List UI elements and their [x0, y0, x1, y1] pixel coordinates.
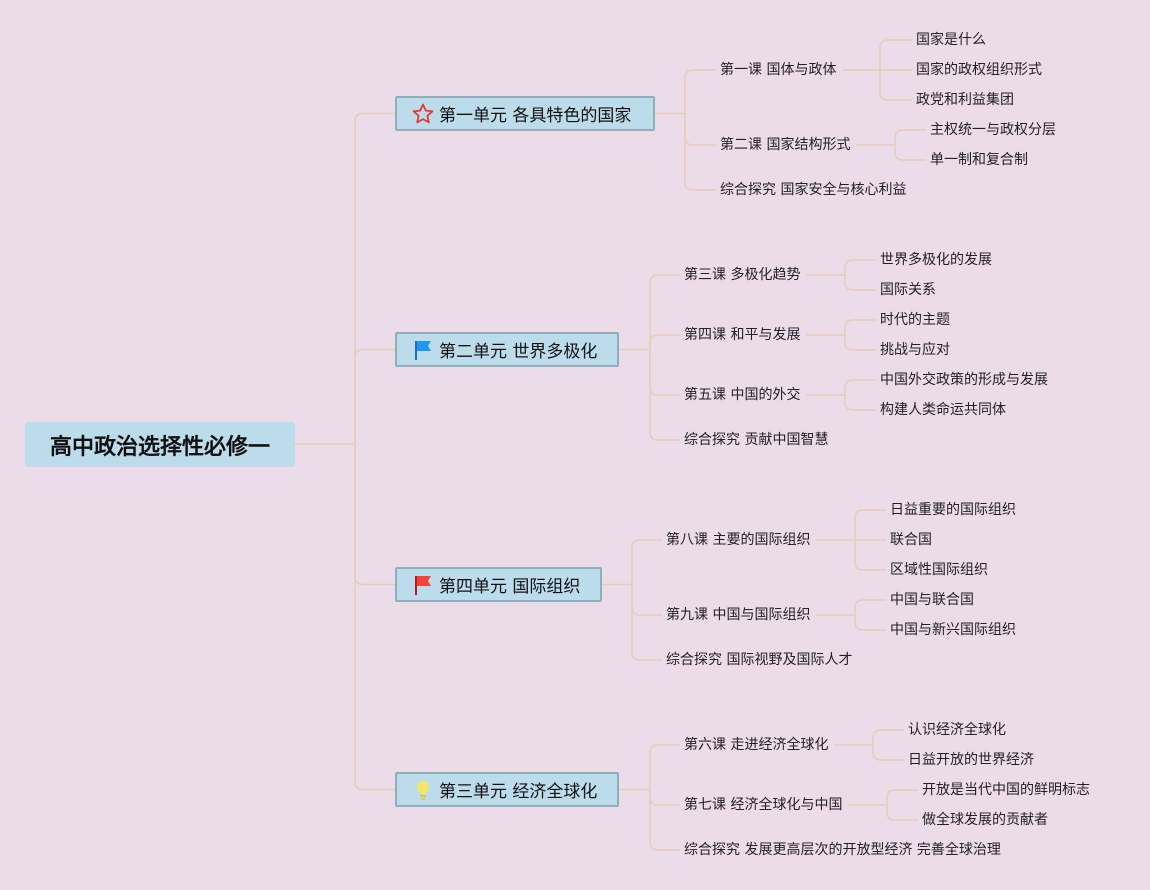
connector-line [844, 335, 876, 351]
topic-node[interactable]: 挑战与应对 [880, 342, 950, 358]
topic-node[interactable]: 日益开放的世界经济 [908, 752, 1034, 768]
topic-node[interactable]: 时代的主题 [880, 312, 950, 328]
connector-line [872, 729, 904, 745]
topic-node[interactable]: 世界多极化的发展 [880, 252, 992, 268]
topic-node[interactable]: 主权统一与政权分层 [930, 122, 1056, 138]
connector-line [649, 334, 680, 350]
lesson-node[interactable]: 第一课 国体与政体 [720, 62, 837, 78]
connector-line [631, 584, 662, 661]
topic-node[interactable]: 中国与新兴国际组织 [890, 622, 1016, 638]
connector-line [894, 145, 926, 161]
unit-label: 第一单元 各具特色的国家 [439, 106, 632, 126]
connector-line [684, 69, 716, 114]
topic-node[interactable]: 国家是什么 [916, 32, 986, 48]
connector-line [354, 348, 395, 444]
lesson-node[interactable]: 第三课 多极化趋势 [684, 267, 801, 283]
lesson-node[interactable]: 第七课 经济全球化与中国 [684, 797, 843, 813]
connector-line [631, 584, 662, 616]
connector-line [684, 113, 716, 191]
lesson-node[interactable]: 综合探究 发展更高层次的开放型经济 完善全球治理 [684, 842, 1001, 858]
topic-node[interactable]: 构建人类命运共同体 [880, 402, 1006, 418]
connector-line [886, 805, 918, 821]
topic-node[interactable]: 开放是当代中国的鲜明标志 [922, 782, 1090, 798]
topic-node[interactable]: 中国与联合国 [890, 592, 974, 608]
connector-line [872, 745, 904, 761]
connector-line [894, 129, 926, 145]
lightbulb-icon [411, 778, 435, 802]
unit-label: 第三单元 经济全球化 [439, 782, 598, 802]
connector-line [854, 509, 886, 540]
lesson-node[interactable]: 第二课 国家结构形式 [720, 137, 851, 153]
unit-node[interactable]: 第三单元 经济全球化 [395, 772, 619, 807]
star-icon [411, 102, 435, 126]
topic-node[interactable]: 国家的政权组织形式 [916, 62, 1042, 78]
topic-node[interactable]: 国际关系 [880, 282, 936, 298]
connector-line [354, 444, 395, 586]
lesson-node[interactable]: 综合探究 国家安全与核心利益 [720, 182, 907, 198]
topic-node[interactable]: 做全球发展的贡献者 [922, 812, 1048, 828]
connector-line [649, 274, 680, 350]
connector-line [854, 540, 886, 571]
connector-line [844, 319, 876, 335]
connector-line [879, 70, 912, 101]
connector-line [886, 789, 918, 805]
lesson-node[interactable]: 第五课 中国的外交 [684, 387, 801, 403]
lesson-node[interactable]: 第九课 中国与国际组织 [666, 607, 811, 623]
connector-line [684, 113, 716, 146]
connector-line [854, 615, 886, 631]
unit-label: 第二单元 世界多极化 [439, 342, 598, 362]
connector-line [649, 349, 680, 441]
topic-node[interactable]: 联合国 [890, 532, 932, 548]
lesson-node[interactable]: 第四课 和平与发展 [684, 327, 801, 343]
root-topic[interactable]: 高中政治选择性必修一 [25, 422, 295, 467]
connector-line [631, 539, 662, 585]
topic-node[interactable]: 认识经济全球化 [908, 722, 1006, 738]
connector-line [649, 349, 680, 396]
topic-node[interactable]: 单一制和复合制 [930, 152, 1028, 168]
connector-line [649, 744, 680, 790]
connector-line [854, 599, 886, 615]
connector-line [844, 379, 876, 395]
lesson-node[interactable]: 综合探究 国际视野及国际人才 [666, 652, 853, 668]
connector-line [354, 444, 395, 791]
connector-line [844, 395, 876, 411]
red-flag-icon [411, 573, 435, 597]
connector-line [649, 789, 680, 806]
topic-node[interactable]: 政党和利益集团 [916, 92, 1014, 108]
topic-node[interactable]: 日益重要的国际组织 [890, 502, 1016, 518]
connector-line [844, 259, 876, 275]
blue-flag-icon [411, 338, 435, 362]
topic-node[interactable]: 中国外交政策的形成与发展 [880, 372, 1048, 388]
topic-node[interactable]: 区域性国际组织 [890, 562, 988, 578]
connector-line [844, 275, 876, 291]
lesson-node[interactable]: 第八课 主要的国际组织 [666, 532, 811, 548]
lesson-node[interactable]: 第六课 走进经济全球化 [684, 737, 829, 753]
connector-line [879, 39, 912, 70]
unit-node[interactable]: 第四单元 国际组织 [395, 567, 602, 602]
connector-line [649, 789, 680, 851]
unit-node[interactable]: 第一单元 各具特色的国家 [395, 96, 655, 131]
connector-line [354, 112, 395, 444]
lesson-node[interactable]: 综合探究 贡献中国智慧 [684, 432, 829, 448]
unit-node[interactable]: 第二单元 世界多极化 [395, 332, 619, 367]
unit-label: 第四单元 国际组织 [439, 577, 581, 597]
